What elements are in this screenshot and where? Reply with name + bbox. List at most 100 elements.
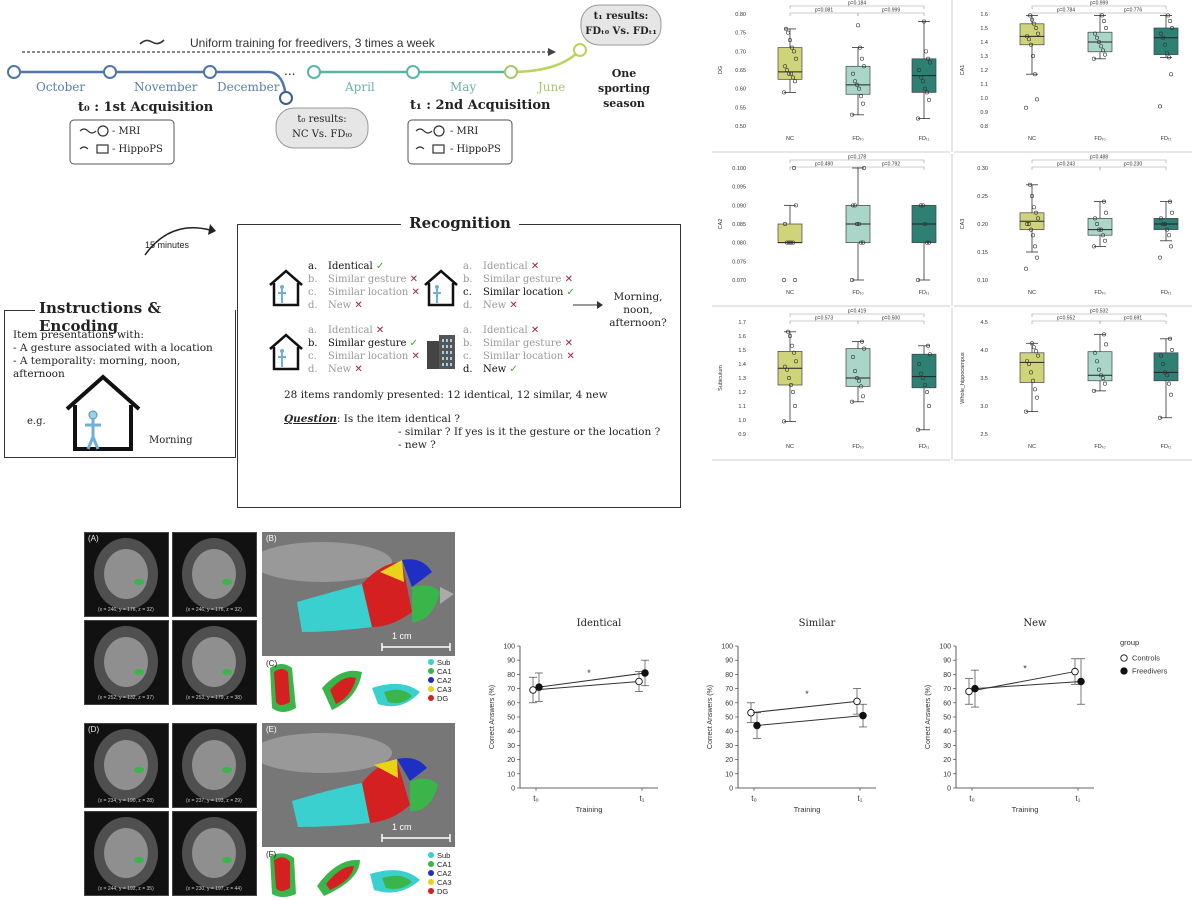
timeline-lines [7,4,662,165]
hippocampus-segmentation-b [262,532,455,656]
recognition-item-icon [269,269,303,307]
data-point [1025,34,1030,39]
x-tick-label: t₁ [640,794,645,803]
cross-icon: ✕ [527,261,540,272]
legend-label: CA2 [437,676,452,685]
legend-label: DG [437,694,449,703]
y-tick-label: 1.6 [980,12,988,18]
option-letter: a. [308,325,318,336]
x-tick-label: FDₜ₁ [1161,290,1172,296]
y-tick-label: 2.5 [980,432,988,438]
x-tick-label: FDₜ₁ [919,290,930,296]
data-point [917,68,922,73]
p-value-top-label: p=0.999 [1090,1,1108,7]
season-line1: One sporting [598,67,650,95]
y-tick-label: 3.5 [980,376,988,382]
data-point [1158,415,1163,420]
y-tick-label: 1.2 [738,390,746,396]
data-point [853,203,858,208]
x-axis-label: Training [1012,805,1039,814]
x-tick-label: NC [786,136,794,142]
y-tick-label: 40 [507,729,515,736]
option-letter: b. [308,338,318,349]
coord-d3: (x = 244, y = 192, z = 35) [98,886,154,892]
t0-results-line2: NC Vs. FDₜ₀ [292,129,352,140]
house-icon [65,374,141,451]
y-tick-label: 0.20 [977,222,988,228]
data-point [927,97,932,102]
data-point-freedivers [1077,677,1085,686]
data-point [791,75,796,80]
p-value-top [1031,313,1167,317]
legend-label: Sub [437,658,451,667]
legend-label: CA1 [437,667,452,676]
eg-time: Morning [149,435,193,446]
data-point [917,361,922,366]
y-tick-label: 50 [943,715,951,722]
data-point [786,329,791,334]
data-point [1032,345,1037,350]
data-point [1031,233,1036,238]
data-point [794,203,799,208]
recognition-option: c.Similar location ✕ [308,287,420,298]
data-point [1095,35,1100,40]
data-point [1159,216,1164,221]
cross-icon: ✕ [561,274,574,285]
data-point [790,45,795,50]
data-point [1031,378,1036,383]
y-tick-label: 0 [947,786,951,793]
legend-swatch [428,677,434,683]
y-tick-label: 4.0 [980,348,988,354]
coord-a1: (x = 246, y = 176, z = 32) [98,607,154,613]
y-tick-label: 0.9 [980,110,988,116]
delay-arrow [144,224,216,256]
p-value-left-label: p=0.081 [815,8,833,14]
data-point [1031,53,1036,58]
p-value-top-label: p=0.419 [848,309,866,315]
data-point [1099,227,1104,232]
data-point [1103,52,1108,57]
p-value-left-label: p=0.243 [1057,162,1075,168]
legend-title: group [1120,638,1139,647]
box-0 [1019,23,1045,46]
legend-item-sub: Sub [428,658,452,667]
data-point [1027,222,1032,227]
y-axis-label: Correct Answers (%) [925,685,932,749]
series-line-freedivers [538,672,646,688]
recognition-option: a.Identical ✕ [463,261,539,272]
panel-label-a: (A) [88,534,99,543]
y-tick-label: 30 [725,743,733,750]
data-point [1028,13,1033,18]
data-point [1032,21,1037,26]
building-shape [427,341,439,369]
recognition-option: b.Similar gesture ✓ [308,338,418,349]
x-tick-label: FDₜ₁ [919,136,930,142]
y-tick-label: 0.15 [977,250,988,256]
data-point [860,56,865,61]
building-window [442,357,444,360]
y-axis-label: DG [718,66,724,74]
data-point [857,222,862,227]
y-tick-label: 0.75 [735,31,746,37]
data-point [916,278,921,283]
data-point [1027,37,1032,42]
y-tick-label: 70 [943,686,951,693]
data-point [921,79,926,84]
legend-item-ca1: CA1 [428,667,452,676]
x-tick-label: FDₜ₁ [1161,444,1172,450]
recognition-item-icon [424,269,458,307]
data-point [1030,17,1035,22]
y-tick-label: 20 [943,757,951,764]
recognition-option: d.New ✕ [308,300,363,311]
y-tick-label: 10 [725,771,733,778]
data-point [1161,35,1166,40]
recognition-box: Recognition a.Identical ✓b.Similar gestu… [237,214,681,508]
data-point-freedivers [971,684,979,693]
series-line-controls [532,681,640,691]
data-point [789,71,794,76]
y-tick-label: 0.075 [732,259,746,265]
option-text: Similar location [483,351,564,362]
